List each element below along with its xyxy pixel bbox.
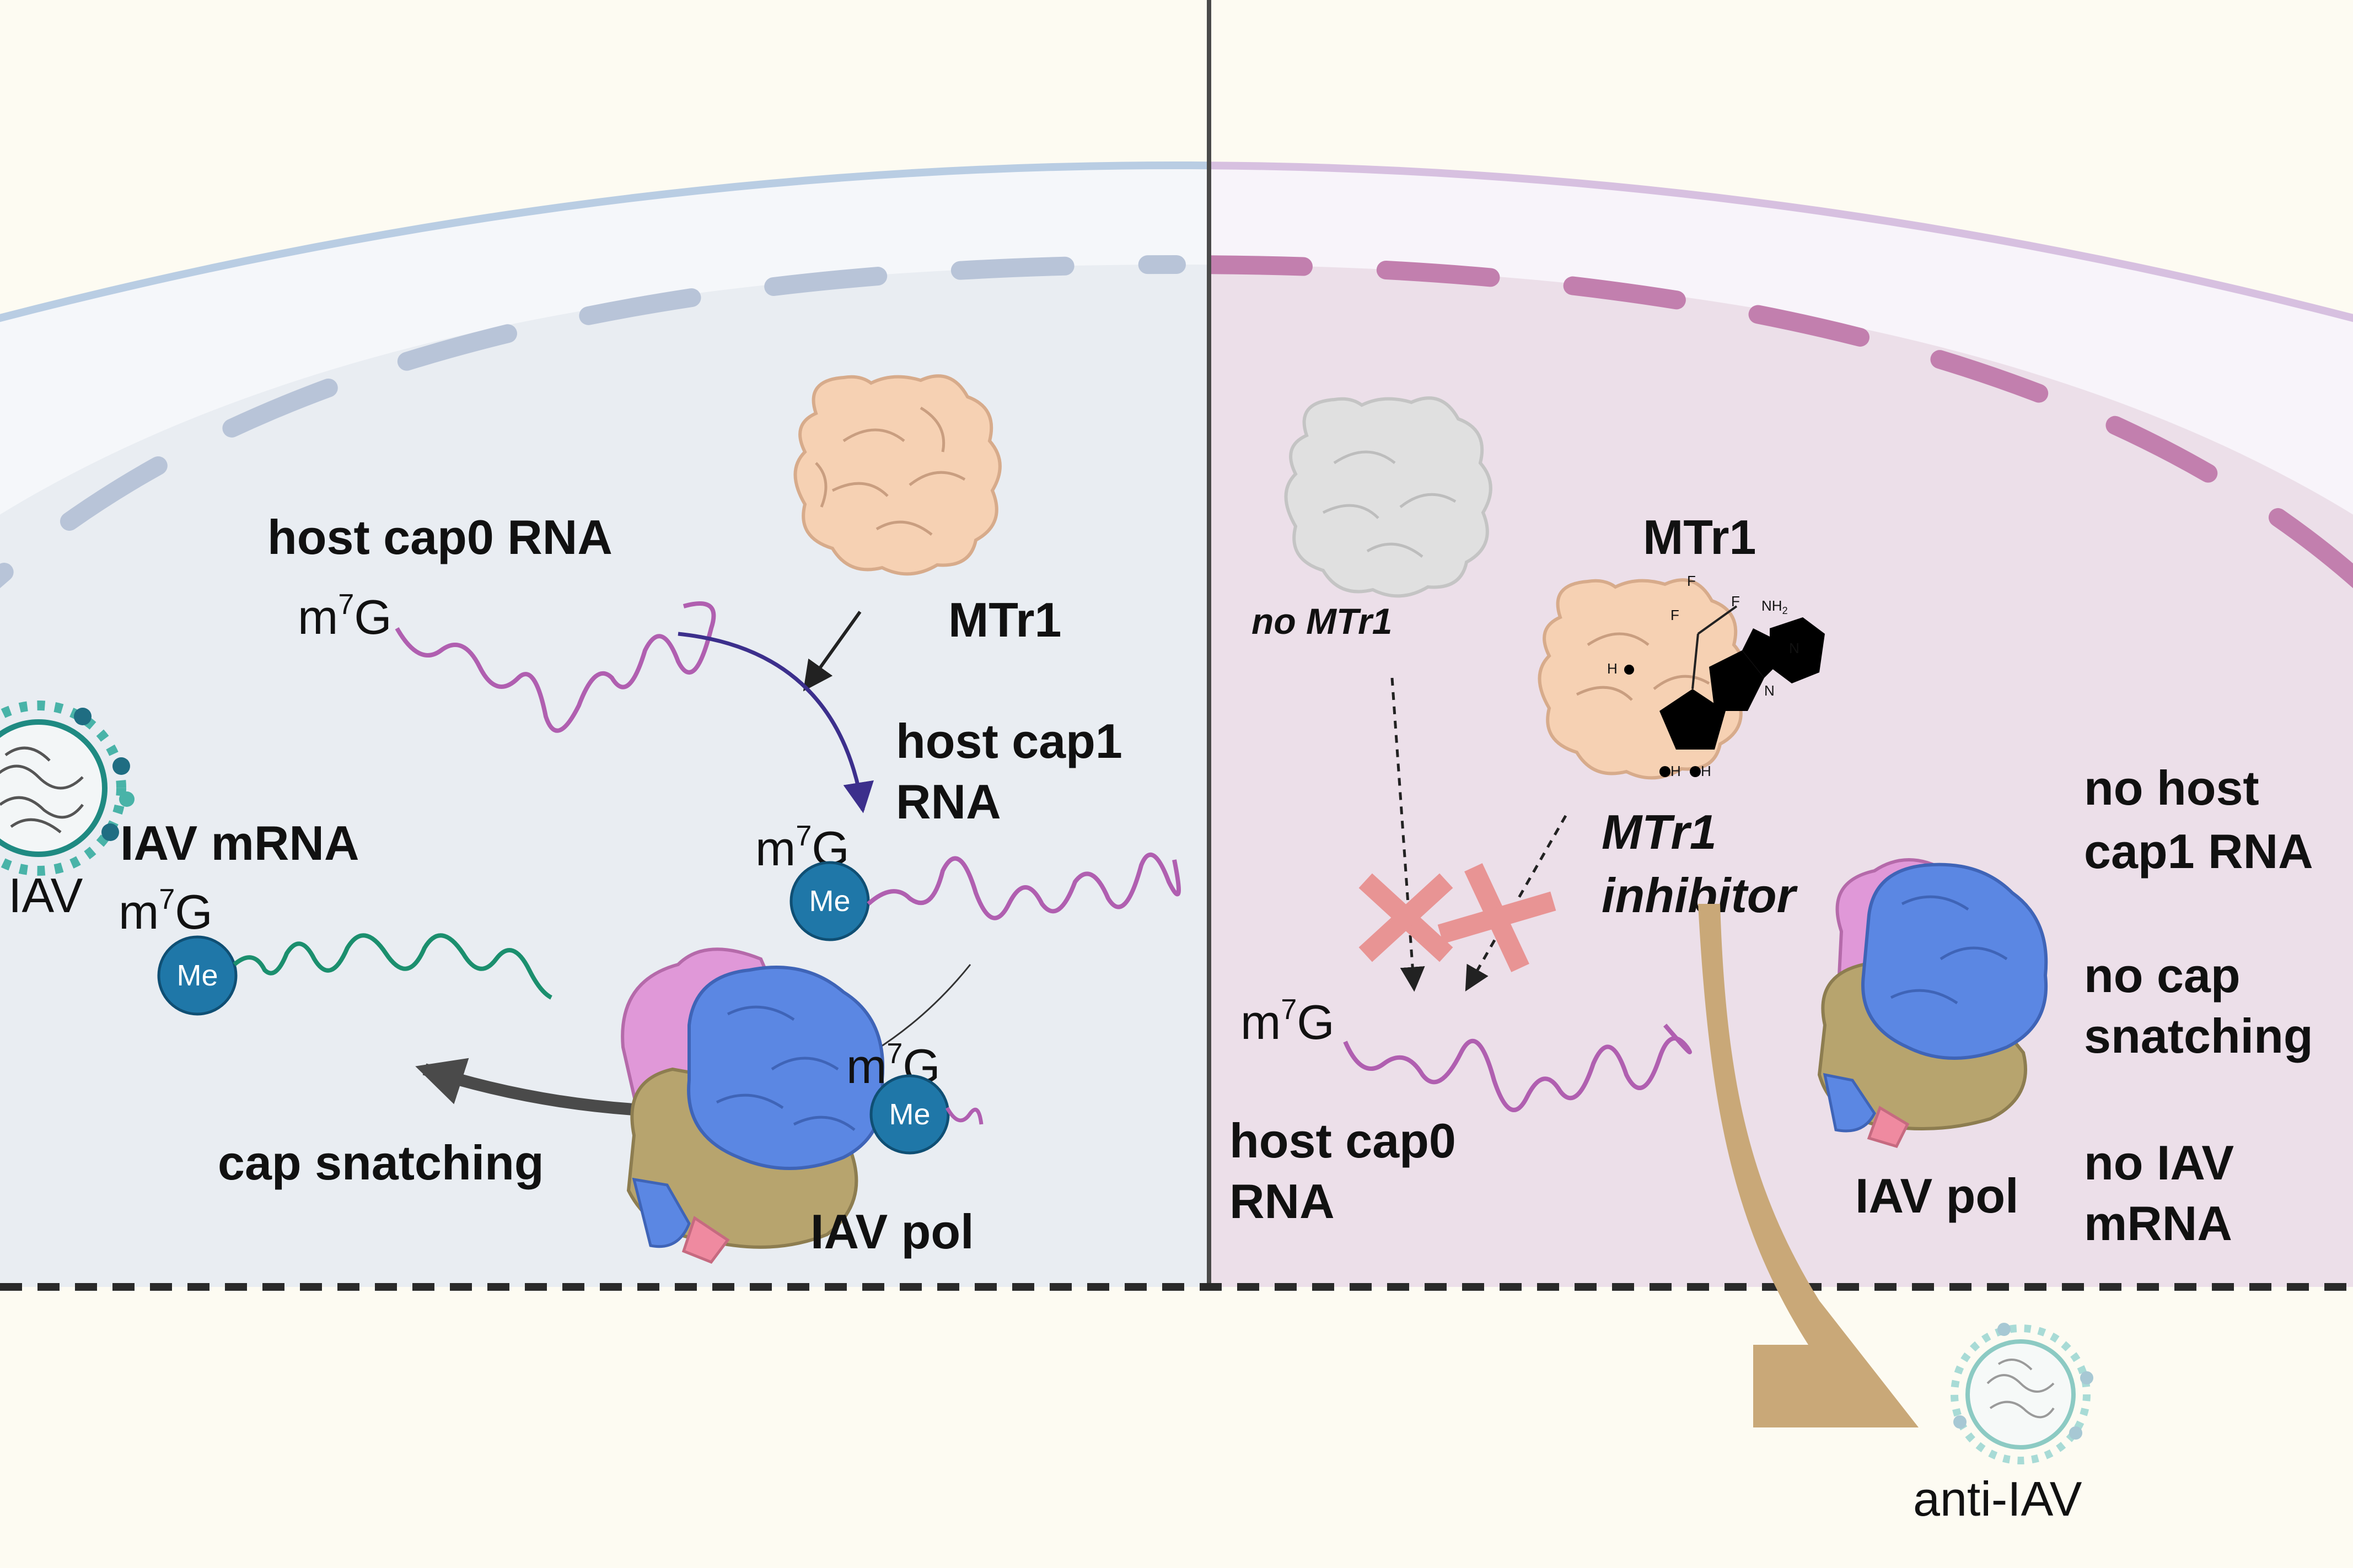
nh2-label: NH2 [1761, 597, 1788, 616]
blocked-arrow-no-mtr1 [1390, 677, 1425, 992]
iav-label: IAV [8, 868, 83, 923]
svg-text:N: N [1764, 682, 1775, 699]
svg-text:Me: Me [176, 959, 218, 992]
mtr1-methylation-arrow [803, 611, 862, 692]
cap-snatching-label: cap snatching [218, 1135, 544, 1190]
iav-mrna-strand [233, 933, 552, 1000]
svg-text:H: H [1607, 660, 1618, 677]
svg-text:N: N [1789, 640, 1799, 656]
svg-text:F: F [1731, 593, 1740, 610]
inhibitor-label-line1: MTr1 [1602, 805, 1717, 859]
cross-mark-icon [1437, 863, 1556, 972]
svg-text:F: F [1670, 607, 1679, 623]
no-mtr1-label: no MTr1 [1251, 601, 1392, 642]
svg-text:Me: Me [809, 885, 850, 918]
right-panel [1209, 161, 2353, 1287]
iav-polymerase-icon [621, 947, 885, 1264]
right-nucleus [1209, 265, 2353, 1287]
host-cap0-right-label-line2: RNA [1229, 1174, 1335, 1228]
anti-iav-label: anti-IAV [1913, 1472, 2082, 1526]
mtr1-inactive-protein-icon [1284, 396, 1492, 598]
m7g-iav-label: m7G [119, 883, 213, 939]
iav-pol-label: IAV pol [810, 1204, 974, 1259]
left-cell-membrane [0, 161, 1209, 322]
mtr1-protein-icon [793, 374, 1002, 576]
me-cap1-icon: Me [791, 863, 868, 940]
right-nuclear-envelope [1209, 255, 2353, 589]
right-cell-membrane [1209, 161, 2353, 322]
m7g-cap0-label: m7G [298, 589, 392, 644]
no-cap-snatching-line1: no cap [2084, 948, 2241, 1003]
inhibitor-effect-arrow [1698, 904, 1919, 1427]
no-cap-snatching-line2: snatching [2084, 1009, 2313, 1063]
no-iav-mrna-line1: no IAV [2084, 1135, 2234, 1190]
me-iav-icon: Me [159, 937, 236, 1014]
left-nuclear-envelope [0, 255, 1186, 589]
me-pol-icon: Me [871, 1076, 948, 1153]
m7g-right-label: m7G [1240, 994, 1335, 1049]
svg-text:H: H [1701, 763, 1711, 779]
host-cap1-rna-label-line2: RNA [896, 774, 1001, 829]
svg-text:F: F [1687, 573, 1696, 589]
host-cap0-rna-strand-right [1343, 1023, 1692, 1112]
iav-polymerase-right-icon [1817, 858, 2048, 1148]
no-iav-mrna-line2: mRNA [2084, 1196, 2232, 1251]
svg-text:Me: Me [889, 1098, 930, 1131]
host-cap1-rna-label-line1: host cap1 [896, 714, 1122, 768]
svg-text:H: H [1670, 763, 1681, 779]
mtr1-bound-label: MTr1 [1643, 510, 1756, 564]
no-host-cap1-line1: no host [2084, 761, 2259, 815]
pol-bound-rna-strand [945, 1107, 984, 1125]
inhibitor-molecule-icon: F F F NH2 N N H H H [1607, 573, 1825, 779]
host-cap0-right-label-line1: host cap0 [1229, 1113, 1456, 1168]
host-cap1-rna-strand [867, 852, 1181, 920]
host-cap0-rna-strand [395, 601, 716, 733]
iav-virion-icon [0, 701, 135, 876]
blocked-arrow-inhibitor [1465, 815, 1567, 992]
iav-pol-right-label: IAV pol [1855, 1168, 2019, 1223]
mtr1-label: MTr1 [948, 592, 1061, 647]
host-cap0-rna-label: host cap0 RNA [267, 510, 613, 564]
cross-mark-icon [1358, 873, 1453, 962]
iav-mrna-label: IAV mRNA [120, 816, 359, 870]
methylation-curve-arrow [678, 632, 874, 813]
no-host-cap1-line2: cap1 RNA [2084, 824, 2313, 879]
anti-iav-virion-icon [1951, 1323, 2093, 1464]
